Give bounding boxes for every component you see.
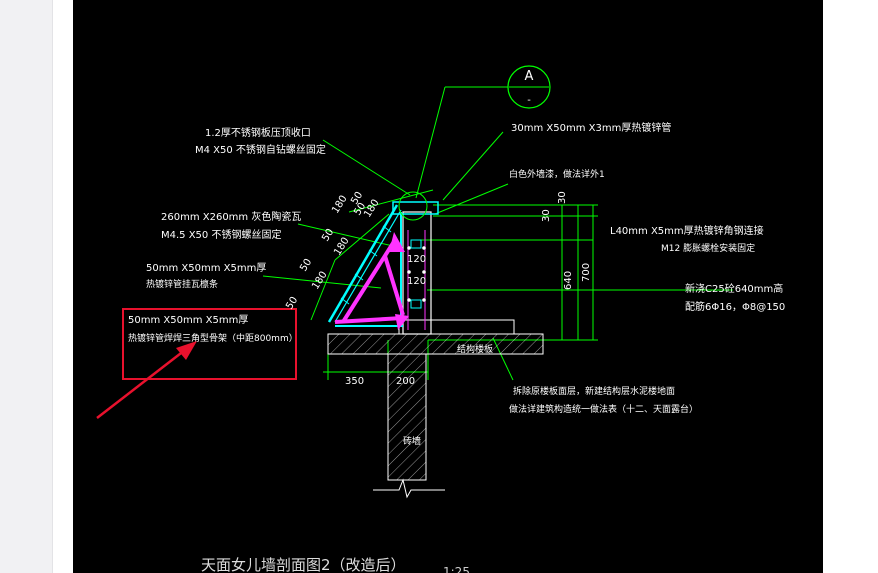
- note-demolish-1: 拆除原楼板面层，新建结构层水泥楼地面: [513, 385, 675, 397]
- note-tube: 30mm X50mm X3mm厚热镀锌管: [511, 121, 671, 134]
- highlight-box: [122, 308, 297, 380]
- note-tile-2: M4.5 X50 不锈钢螺丝固定: [161, 228, 281, 241]
- note-demolish-2: 做法详建筑构造统一做法表（十二、天面露台）: [509, 403, 698, 415]
- drawing-title: 天面女儿墙剖面图2（改造后）: [201, 556, 406, 573]
- dim-700: 700: [581, 263, 592, 282]
- note-cap-1: 1.2厚不锈钢板压顶收口: [205, 126, 311, 139]
- dim-slope-180-d: 180: [330, 194, 349, 216]
- note-tile-1: 260mm X260mm 灰色陶瓷瓦: [161, 210, 301, 223]
- note-angle-1: L40mm X5mm厚热镀锌角钢连接: [610, 224, 764, 237]
- note-angle-2: M12 膨胀螺栓安装固定: [661, 242, 755, 254]
- dim-350: 350: [345, 376, 364, 387]
- dim-120-a: 120: [407, 254, 426, 265]
- note-truss-1: 50mm X50mm X5mm厚: [128, 314, 248, 326]
- note-truss-2: 热镀锌管焊焊三角型骨架（中距800mm）: [128, 332, 298, 344]
- note-slab: 结构楼板: [457, 343, 493, 355]
- note-paint: 白色外墙漆，做法详外1: [509, 168, 605, 180]
- cad-drawing: A -: [96, 65, 785, 573]
- cap-detail-circle: [398, 191, 428, 221]
- left-panel: [0, 0, 53, 573]
- section-letter: A: [525, 69, 534, 84]
- section-marker: A -: [415, 65, 551, 199]
- note-purlin-2: 热镀锌管挂瓦檩条: [146, 278, 218, 290]
- dim-640: 640: [563, 271, 574, 290]
- note-purlin-1: 50mm X50mm X5mm厚: [146, 262, 266, 274]
- note-concrete-1: 新浇C25砼640mm高: [685, 282, 783, 295]
- dim-120-b: 120: [407, 276, 426, 287]
- drawing-canvas[interactable]: A -: [73, 0, 823, 573]
- drawing-scale: 1:25: [443, 565, 470, 573]
- note-cap-2: M4 X50 不锈钢自钻螺丝固定: [195, 143, 326, 156]
- dim-slope-50-c: 50: [298, 257, 314, 274]
- dim-200: 200: [396, 376, 415, 387]
- note-concrete-2: 配筋6Φ16，Φ8@150: [685, 300, 785, 313]
- note-wall: 砖墙: [403, 435, 421, 447]
- structure: [327, 319, 544, 499]
- concrete-upstand: [392, 201, 439, 335]
- annotation-arrow: [96, 341, 197, 419]
- dim-30-b: 30: [557, 191, 568, 204]
- dim-slope-180-b: 180: [332, 236, 351, 258]
- dim-30-a: 30: [541, 209, 552, 222]
- steel-truss: [327, 204, 409, 330]
- section-sub: -: [527, 95, 531, 106]
